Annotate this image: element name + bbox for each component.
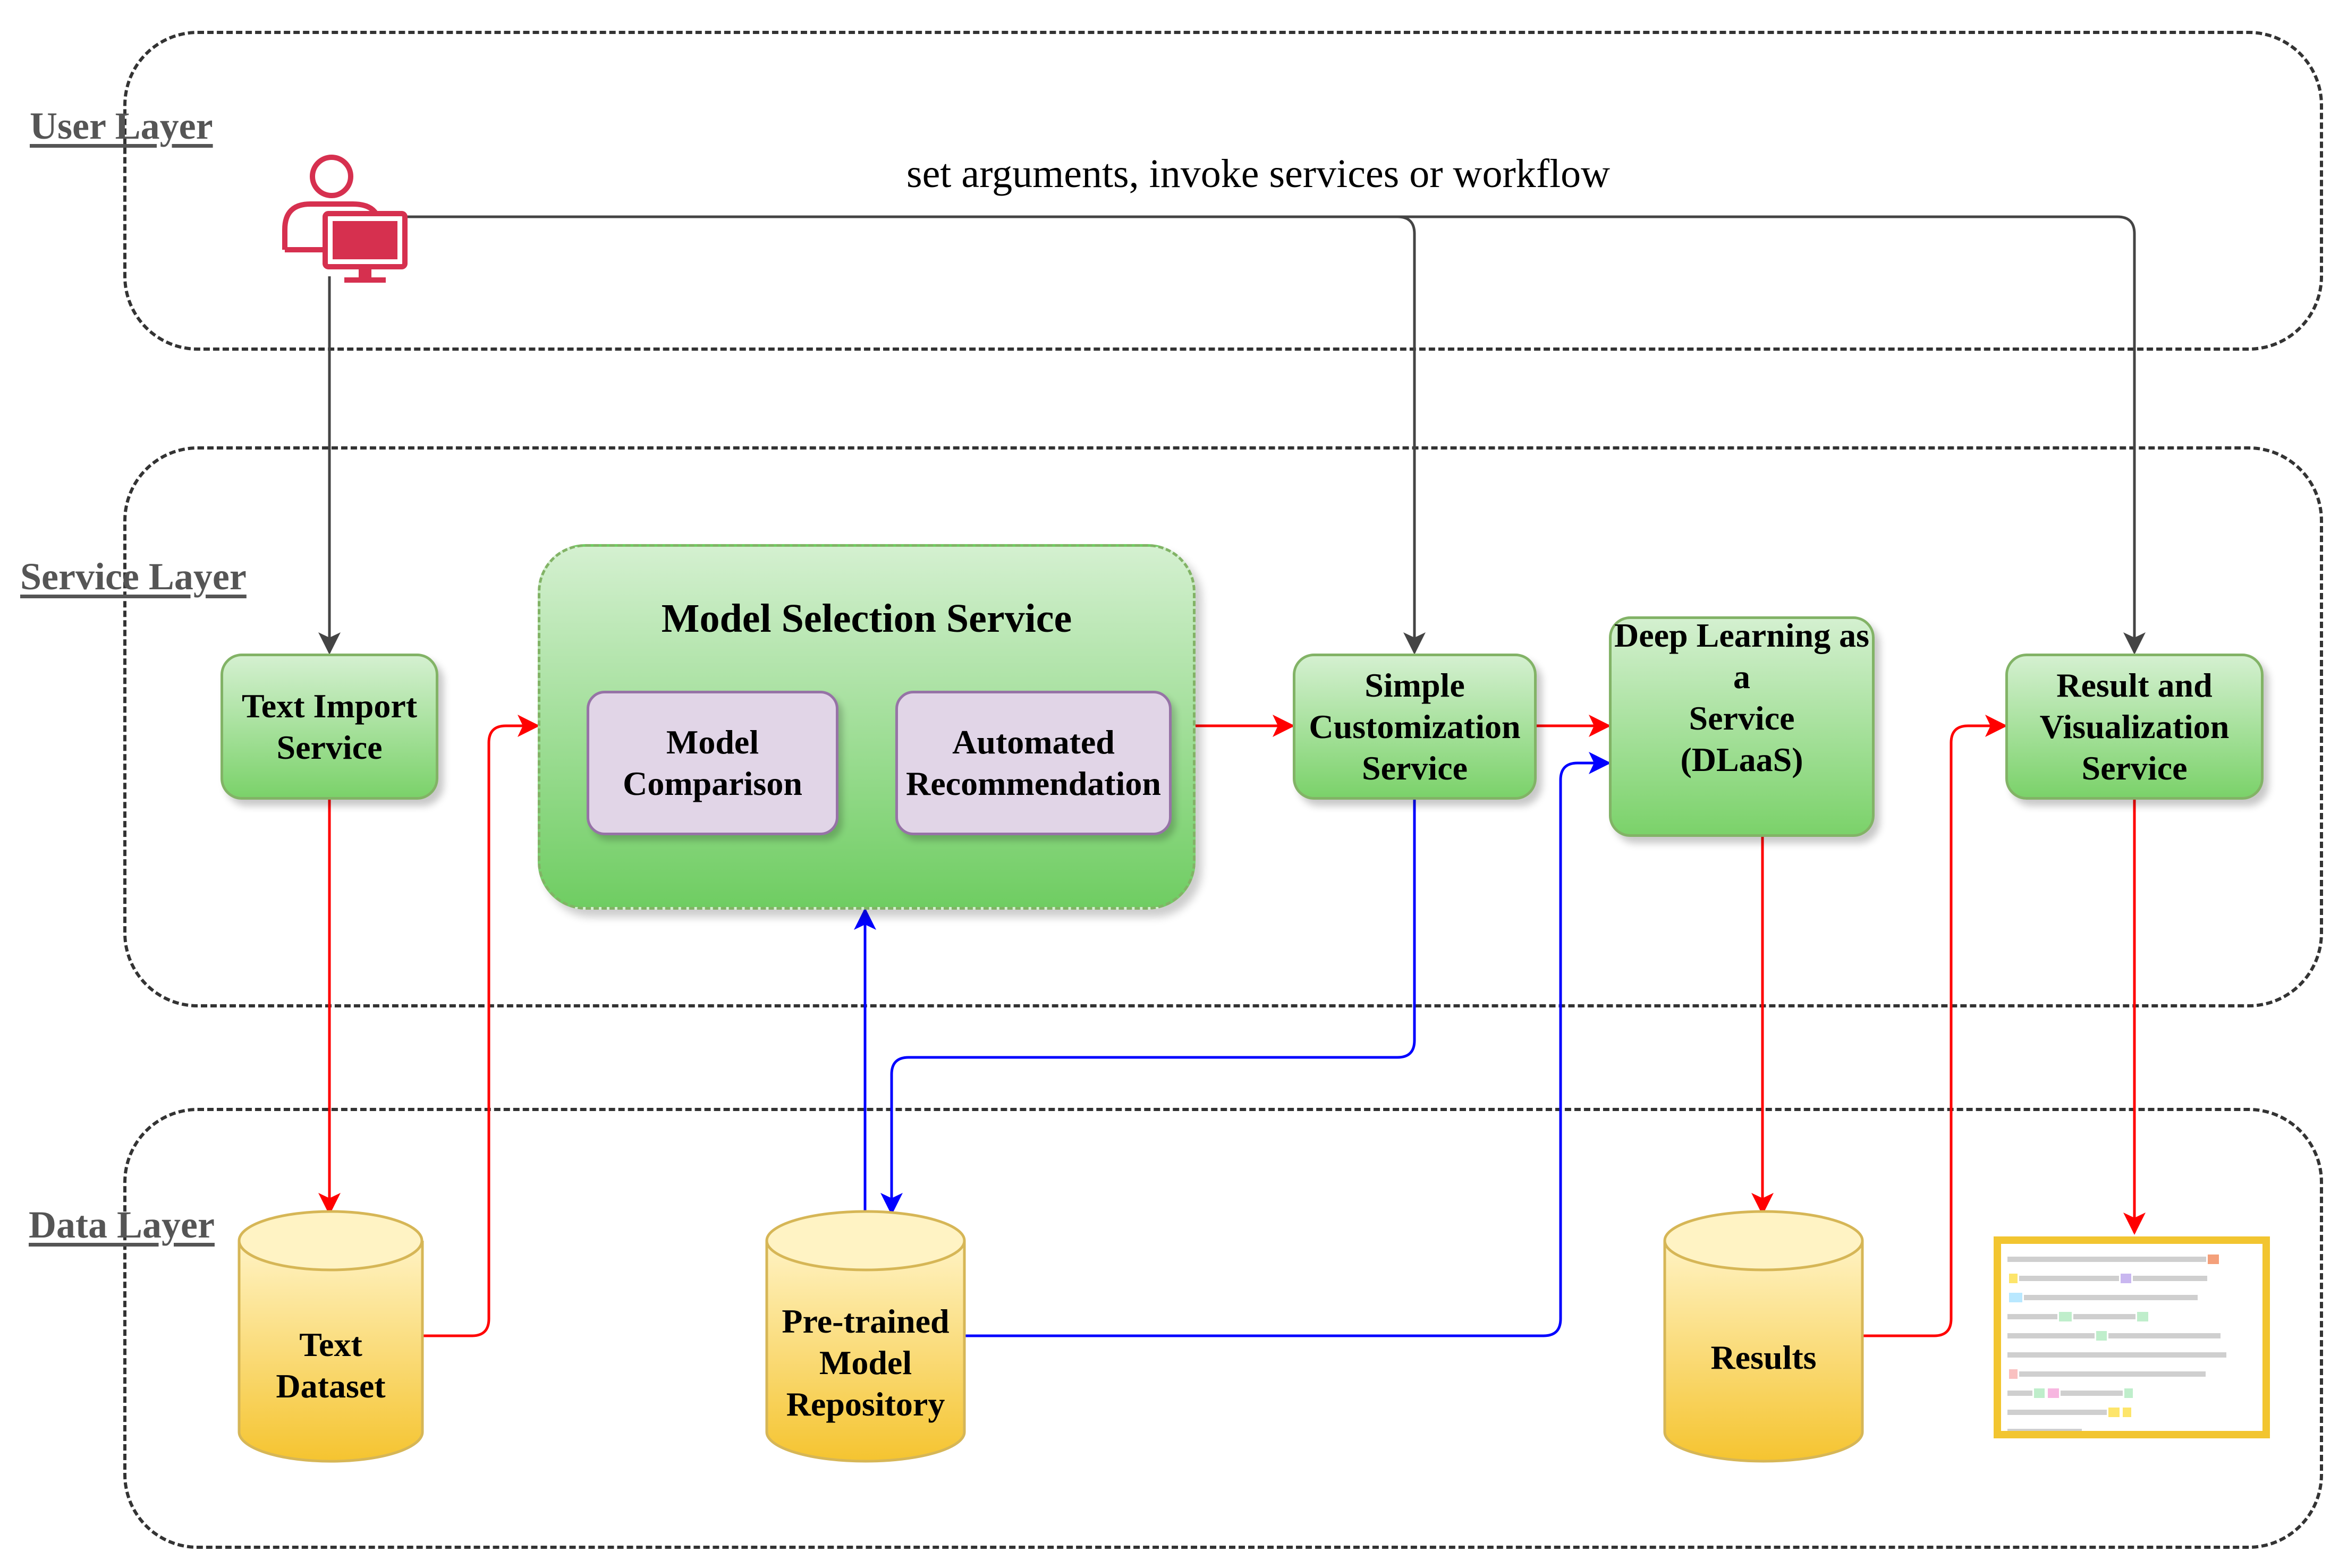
arrow-dataset-to-model-selection: [422, 715, 540, 1337]
service-layer-label: Service Layer: [20, 555, 247, 598]
simple-customization-line-3: Service: [1362, 749, 1468, 787]
automated-recommendation-line-1: Automated: [952, 723, 1115, 761]
result-visualization-line-2: Visualization: [2039, 707, 2230, 745]
user-at-computer-icon: [282, 155, 408, 283]
annotated-text-document-icon: [1994, 1236, 2270, 1438]
data-layer-label: Data Layer: [29, 1203, 215, 1246]
text-import-line-2: Service: [276, 728, 383, 766]
text-dataset-line-1: Text: [299, 1326, 362, 1363]
text-dataset-line-2: Dataset: [276, 1367, 386, 1405]
model-selection-title: Model Selection Service: [661, 596, 1072, 641]
arrow-repository-to-dlaas: [964, 752, 1611, 1337]
dlaas-line-3: (DLaaS): [1680, 740, 1803, 778]
simple-customization-line-1: Simple: [1365, 666, 1465, 704]
user-caption: set arguments, invoke services or workfl…: [906, 151, 1611, 196]
pretrained-repo-line-3: Repository: [786, 1385, 945, 1423]
simple-customization-line-2: Customization: [1309, 707, 1521, 745]
model-comparison-line-2: Comparison: [623, 765, 802, 802]
user-layer-label: User Layer: [30, 105, 213, 147]
pretrained-repo-cylinder-shape: [765, 1210, 966, 1463]
result-visualization-line-1: Result and: [2056, 666, 2213, 704]
service-layer-box: [123, 446, 2323, 1007]
user-layer-box: [123, 31, 2323, 351]
arrow-customization-to-repository: [880, 800, 1416, 1215]
arrow-user-to-visualization: [1397, 215, 2146, 655]
data-layer-box: [123, 1108, 2323, 1549]
text-import-line-1: Text Import: [241, 686, 418, 725]
dlaas-line-2: Service: [1689, 699, 1795, 737]
automated-recommendation-line-2: Recommendation: [906, 765, 1161, 802]
model-comparison-line-1: Model: [666, 723, 759, 761]
results-label: Results: [1710, 1338, 1817, 1376]
arrow-results-to-visualization: [1860, 715, 2007, 1337]
results-cylinder-shape: [1663, 1210, 1864, 1463]
text-dataset-cylinder-shape: [238, 1210, 424, 1463]
pretrained-repo-line-1: Pre-trained: [782, 1302, 950, 1340]
result-visualization-line-3: Service: [2081, 749, 2188, 787]
pretrained-repo-line-2: Model: [819, 1344, 912, 1381]
dlaas-line-1: Deep Learning as a: [1614, 616, 1869, 696]
results-store[interactable]: Results: [1663, 1210, 1864, 1463]
